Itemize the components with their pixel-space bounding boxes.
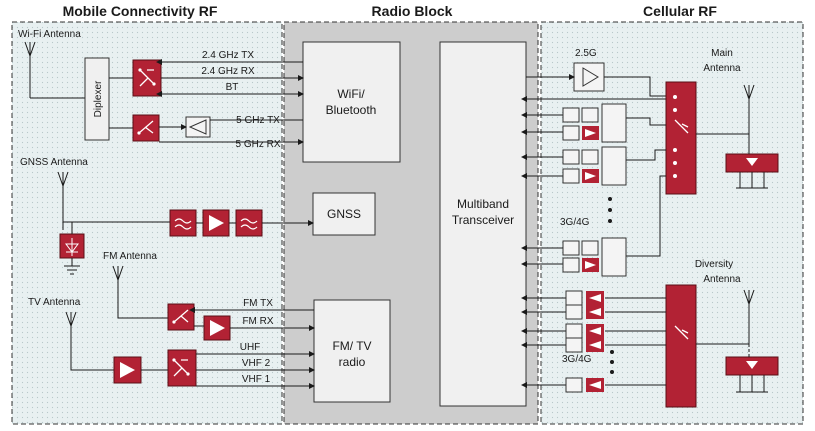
g34-top-label: 3G/4G bbox=[560, 217, 590, 228]
gnss-esd-diode-icon bbox=[59, 233, 85, 259]
fm-tx-label: FM TX bbox=[243, 298, 273, 309]
tv-lna-icon bbox=[113, 356, 142, 384]
diplexer-block bbox=[84, 57, 110, 141]
wifi-block-label-1: WiFi/ bbox=[337, 87, 365, 101]
diversity-antenna-label-1: Diversity bbox=[695, 259, 733, 270]
wifi-block-label-2: Bluetooth bbox=[326, 103, 377, 117]
tv-antenna-label: TV Antenna bbox=[28, 297, 81, 308]
wifi-antenna-label: Wi-Fi Antenna bbox=[18, 29, 81, 40]
cell-upper-pa-icons bbox=[582, 126, 599, 272]
fm-tv-label-1: FM/ TV bbox=[332, 339, 371, 353]
g25-label: 2.5G bbox=[575, 48, 597, 59]
tv-switch-icon bbox=[167, 349, 197, 387]
wifi-5-pa-icon bbox=[185, 116, 211, 138]
bt-label: BT bbox=[226, 82, 239, 93]
ellipsis-upper-icon bbox=[608, 197, 612, 223]
fm-tv-radio-block bbox=[313, 299, 391, 403]
g25-pa-icon bbox=[573, 62, 605, 92]
vhf2-label: VHF 2 bbox=[242, 358, 271, 369]
cell-upper-chains bbox=[521, 112, 666, 267]
ellipsis-lower-icon bbox=[610, 350, 614, 374]
mobile-connectivity-title: Mobile Connectivity RF bbox=[63, 3, 218, 19]
wifi-24-tx-label: 2.4 GHz TX bbox=[202, 50, 254, 61]
cell-lower-chains bbox=[521, 295, 666, 388]
gnss-antenna-icon bbox=[57, 171, 69, 230]
cell-upper-filters bbox=[562, 103, 627, 277]
wifi-antenna-icon bbox=[24, 41, 36, 98]
gnss-block bbox=[312, 192, 376, 236]
diplexer-label: Diplexer bbox=[93, 80, 104, 117]
wifi-24-switch-icon bbox=[132, 59, 162, 97]
tv-antenna-icon bbox=[65, 311, 114, 371]
gnss-antenna-label: GNSS Antenna bbox=[20, 157, 88, 168]
wifi-5-tx-label: 5 GHz TX bbox=[236, 115, 280, 126]
cell-lower-filters bbox=[565, 290, 583, 393]
radio-block-title: Radio Block bbox=[372, 3, 453, 19]
g25-pa-to-switch bbox=[604, 76, 666, 97]
uhf-label: UHF bbox=[240, 342, 261, 353]
gnss-filter-1-icon bbox=[169, 209, 197, 237]
main-esd-icon bbox=[725, 153, 779, 189]
transceiver-label-1: Multiband bbox=[457, 197, 509, 211]
wifi-bluetooth-block bbox=[302, 41, 401, 163]
gnss-ground-icon bbox=[64, 258, 80, 275]
main-antenna-label-2: Antenna bbox=[703, 63, 741, 74]
multiband-transceiver-block bbox=[439, 41, 527, 407]
fm-switch-icon bbox=[167, 303, 195, 331]
gnss-block-label: GNSS bbox=[327, 207, 361, 221]
main-antenna-label-1: Main bbox=[711, 48, 733, 59]
main-antenna-switch-icon bbox=[665, 81, 697, 195]
transceiver-label-2: Transceiver bbox=[452, 213, 514, 227]
fm-tv-label-2: radio bbox=[339, 355, 366, 369]
cell-lower-lna-icons bbox=[586, 291, 604, 392]
wifi-5-switch-icon bbox=[132, 114, 160, 142]
diversity-antenna-switch-icon bbox=[665, 284, 697, 408]
cellular-rf-title: Cellular RF bbox=[643, 3, 717, 19]
gnss-filter-2-icon bbox=[235, 209, 263, 237]
fm-lna-icon bbox=[203, 315, 231, 341]
g34-bottom-label: 3G/4G bbox=[562, 354, 592, 365]
gnss-antenna-to-diode bbox=[63, 221, 73, 234]
fm-antenna-label: FM Antenna bbox=[103, 251, 157, 262]
diversity-esd-icon bbox=[725, 356, 779, 393]
wifi-24-rx-label: 2.4 GHz RX bbox=[201, 66, 255, 77]
gnss-lna-icon bbox=[202, 209, 230, 237]
wifi-5-rx-label: 5 GHz RX bbox=[235, 139, 280, 150]
fm-antenna-icon bbox=[112, 265, 168, 319]
diversity-antenna-label-2: Antenna bbox=[703, 274, 741, 285]
fm-rx-label: FM RX bbox=[242, 316, 273, 327]
vhf1-label: VHF 1 bbox=[242, 374, 271, 385]
